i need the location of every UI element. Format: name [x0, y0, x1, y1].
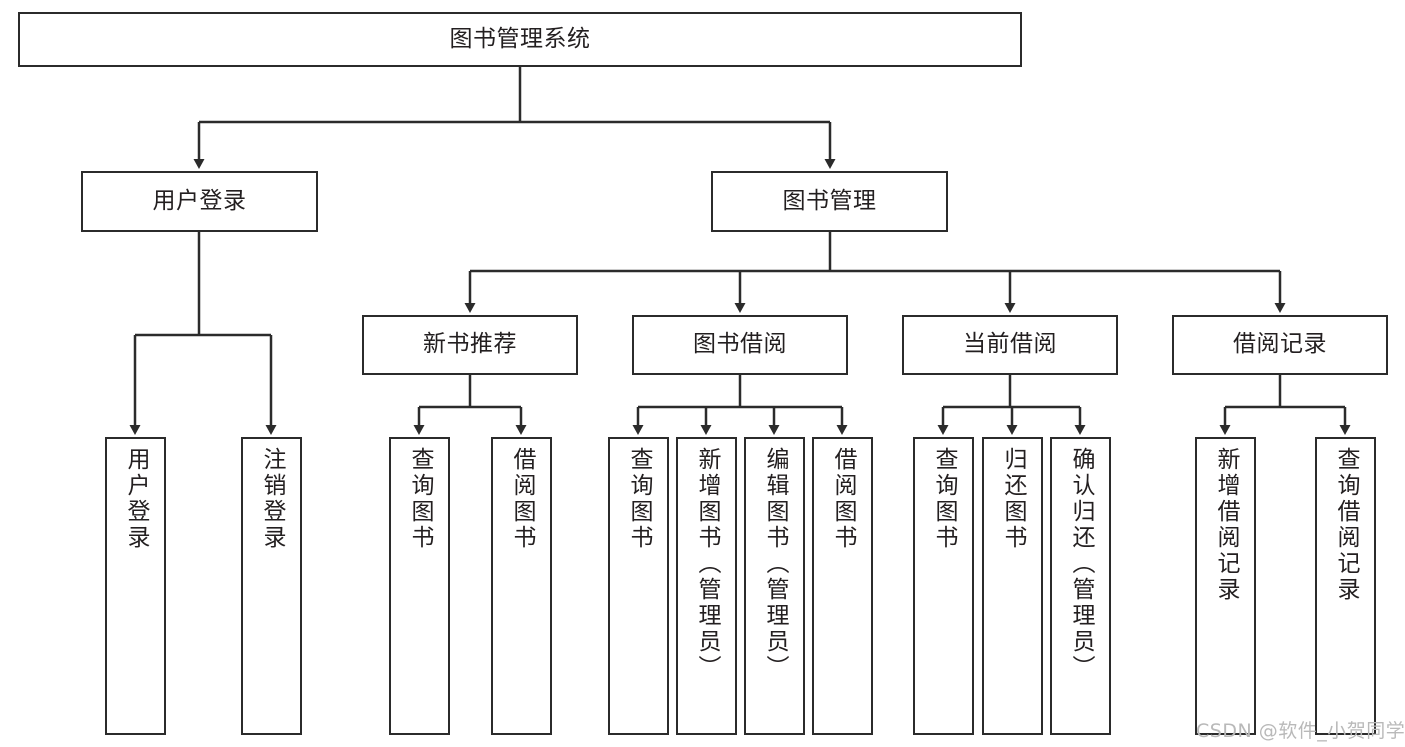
leaf-current-confirm-return-admin[interactable]: 确认归还（管理员）: [1050, 437, 1111, 735]
node-label: 用户登录: [152, 187, 247, 214]
leaf-current-return-book[interactable]: 归还图书: [982, 437, 1043, 735]
leaf-current-query-book[interactable]: 查询图书: [913, 437, 974, 735]
node-label: 图书借阅: [693, 331, 787, 358]
node-label: 借阅图书: [509, 447, 535, 551]
node-book-borrow[interactable]: 图书借阅: [632, 315, 848, 375]
node-root-system[interactable]: 图书管理系统: [18, 12, 1022, 67]
leaf-recommend-query-book[interactable]: 查询图书: [389, 437, 450, 735]
node-label: 新增借阅记录: [1213, 447, 1239, 603]
node-current-borrow[interactable]: 当前借阅: [902, 315, 1118, 375]
node-label: 确认归还（管理员）: [1068, 447, 1094, 681]
leaf-user-login-logout[interactable]: 注销登录: [241, 437, 302, 735]
node-label: 编辑图书（管理员）: [762, 447, 788, 681]
node-label: 借阅记录: [1233, 331, 1327, 358]
node-label: 图书管理: [782, 187, 877, 214]
node-label: 查询借阅记录: [1333, 447, 1359, 603]
node-new-book-recommend[interactable]: 新书推荐: [362, 315, 578, 375]
leaf-borrow-query-book[interactable]: 查询图书: [608, 437, 669, 735]
node-label: 当前借阅: [963, 331, 1057, 358]
leaf-borrow-add-book-admin[interactable]: 新增图书（管理员）: [676, 437, 737, 735]
leaf-user-login-login[interactable]: 用户登录: [105, 437, 166, 735]
node-label: 查询图书: [626, 447, 652, 551]
node-label: 查询图书: [931, 447, 957, 551]
leaf-recommend-borrow-book[interactable]: 借阅图书: [491, 437, 552, 735]
leaf-borrow-edit-book-admin[interactable]: 编辑图书（管理员）: [744, 437, 805, 735]
node-label: 查询图书: [407, 447, 433, 551]
leaf-borrow-borrow-book[interactable]: 借阅图书: [812, 437, 873, 735]
node-book-management[interactable]: 图书管理: [711, 171, 948, 232]
node-label: 新增图书（管理员）: [694, 447, 720, 681]
node-label: 用户登录: [123, 447, 149, 551]
node-label: 归还图书: [1000, 447, 1026, 551]
node-label: 新书推荐: [423, 331, 517, 358]
node-label: 注销登录: [259, 447, 285, 551]
csdn-watermark: CSDN @软件_小贺同学: [1196, 720, 1405, 742]
leaf-record-add-record[interactable]: 新增借阅记录: [1195, 437, 1256, 735]
leaf-record-query-record[interactable]: 查询借阅记录: [1315, 437, 1376, 735]
node-borrow-record[interactable]: 借阅记录: [1172, 315, 1388, 375]
node-label: 借阅图书: [830, 447, 856, 551]
node-label: 图书管理系统: [449, 25, 591, 52]
node-user-login[interactable]: 用户登录: [81, 171, 318, 232]
